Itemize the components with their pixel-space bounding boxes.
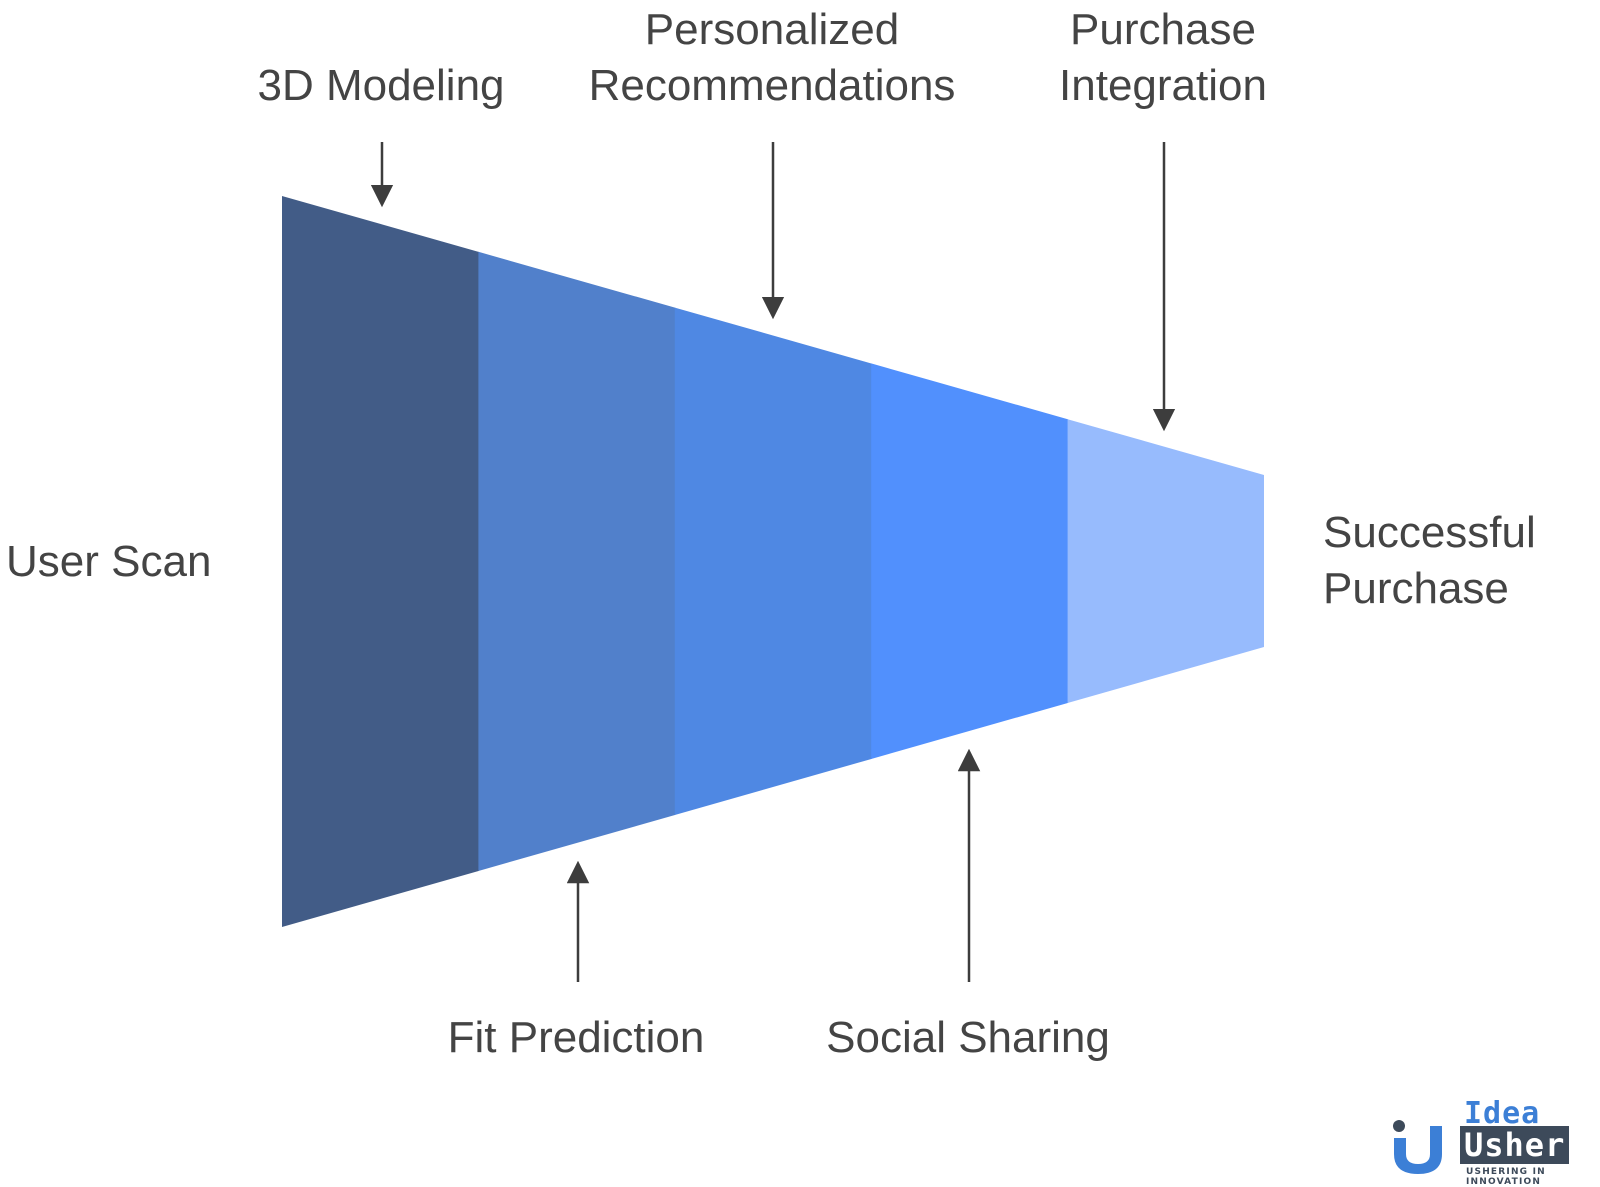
label-user-scan-text: User Scan <box>6 537 212 586</box>
funnel-segment-4 <box>871 363 1069 759</box>
logo-u-mark-icon <box>1393 1120 1442 1174</box>
label-personalized-recommendations: Personalized Recommendations <box>589 2 956 114</box>
label-social-sharing-line: Social Sharing <box>826 1013 1110 1062</box>
label-3d-modeling: 3D Modeling <box>257 58 504 114</box>
label-personalized-line-2: Recommendations <box>588 61 956 110</box>
logo-word-usher: Usher <box>1460 1126 1570 1164</box>
logo-tagline: USHERING IN INNOVATION <box>1466 1167 1546 1187</box>
connector-arrows <box>370 142 1176 982</box>
label-social-sharing: Social Sharing <box>826 1010 1110 1066</box>
label-successful-line-2: Purchase <box>1323 564 1509 613</box>
label-personalized-line-1: Personalized <box>644 5 900 54</box>
label-purchase-integration-line-2: Integration <box>1059 61 1267 110</box>
funnel-segment-3 <box>674 307 872 815</box>
label-purchase-integration: Purchase Integration <box>1059 2 1267 114</box>
idea-usher-logo: Idea Usher USHERING IN INNOVATION <box>1384 1096 1594 1187</box>
funnel-segment-5 <box>1067 419 1264 703</box>
funnel-segments <box>282 196 1264 927</box>
label-purchase-integration-line-1: Purchase <box>1070 5 1256 54</box>
label-fit-prediction: Fit Prediction <box>448 1010 705 1066</box>
label-successful-line-1: Successful <box>1323 508 1536 557</box>
funnel-segment-1 <box>282 196 479 927</box>
logo-word-idea: Idea <box>1464 1096 1541 1131</box>
label-3d-modeling-line: 3D Modeling <box>257 61 505 110</box>
label-user-scan: User Scan <box>6 534 211 590</box>
funnel-segment-2 <box>478 251 676 872</box>
label-fit-prediction-line: Fit Prediction <box>447 1013 705 1062</box>
label-successful-purchase: Successful Purchase <box>1323 505 1536 617</box>
